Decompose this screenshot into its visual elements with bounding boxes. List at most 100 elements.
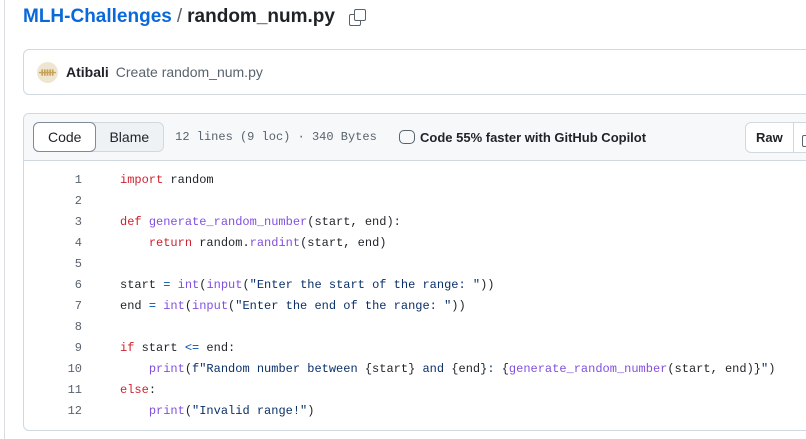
copilot-text: Code 55% faster with GitHub Copilot: [420, 129, 647, 145]
code-token: and: [415, 361, 452, 376]
code-token: {: [501, 361, 509, 376]
code-token: (start, end):: [307, 214, 401, 229]
line-code: return random.randint(start, end): [120, 235, 387, 250]
code-token: :: [487, 361, 502, 376]
code-token: {end}: [451, 361, 488, 376]
code-line: 10 print(f"Random number between {start}…: [24, 358, 806, 379]
line-number[interactable]: 8: [74, 319, 82, 334]
copy-icon: [801, 130, 806, 147]
code-token: )): [480, 277, 495, 292]
code-line: 2: [24, 190, 806, 211]
file-header: Code Blame 12 lines (9 loc) · 340 Bytes …: [24, 114, 806, 161]
code-line: 12 print("Invalid range!"): [24, 400, 806, 421]
line-number[interactable]: 1: [74, 172, 82, 187]
code-token: [120, 404, 149, 418]
code-token: int: [163, 298, 185, 313]
line-code: end = int(input("Enter the end of the ra…: [120, 299, 466, 313]
code-token: print: [148, 403, 185, 418]
code-token: =: [163, 277, 171, 292]
code-line: 3 def generate_random_number(start, end):: [24, 211, 806, 232]
code-token: input: [206, 277, 243, 292]
code-token: ): [768, 361, 776, 376]
code-token: (: [184, 403, 193, 418]
raw-button[interactable]: Raw: [756, 130, 783, 145]
code-token: ": [760, 361, 769, 376]
code-view: 1 import random 2 3 def generate_random_numb…: [24, 161, 806, 421]
code-token: int: [177, 277, 200, 292]
code-token: (start, end)}: [667, 361, 761, 376]
breadcrumb-separator: /: [176, 6, 183, 27]
code-line: 9 if start <= end:: [24, 337, 806, 358]
line-number[interactable]: 10: [67, 361, 82, 376]
line-code: if start <= end:: [120, 341, 235, 355]
code-line: 11 else:: [24, 379, 806, 400]
line-number[interactable]: 12: [67, 403, 82, 418]
code-token: =: [148, 298, 157, 313]
code-line: 5: [24, 253, 806, 274]
code-token: f"Random number between: [192, 361, 365, 376]
line-number[interactable]: 3: [74, 214, 82, 229]
code-token: randint: [249, 235, 301, 250]
file-name: random_num.py: [187, 6, 335, 27]
line-number[interactable]: 4: [74, 235, 82, 250]
code-token: start: [134, 340, 185, 355]
commit-message[interactable]: Create random_num.py: [115, 64, 263, 80]
code-token: (: [228, 298, 236, 313]
line-code: def generate_random_number(start, end):: [120, 215, 401, 229]
code-line: 8: [24, 316, 806, 337]
avatar[interactable]: ᚔ: [37, 61, 58, 83]
line-number[interactable]: 2: [74, 193, 82, 208]
commit-author[interactable]: Atibali: [66, 64, 109, 80]
copilot-promo[interactable]: Code 55% faster with GitHub Copilot: [399, 130, 646, 145]
repo-link[interactable]: MLH-Challenges: [23, 6, 172, 27]
line-number[interactable]: 9: [74, 340, 82, 355]
code-token: def: [120, 214, 142, 229]
code-token: "Enter the end of the range: ": [235, 298, 452, 313]
line-code: import random: [120, 173, 214, 187]
code-token: random.: [192, 235, 250, 250]
line-code: else:: [120, 383, 156, 397]
code-token: print: [148, 361, 185, 376]
code-token: end: [120, 298, 149, 313]
file-viewer: Code Blame 12 lines (9 loc) · 340 Bytes …: [23, 113, 806, 431]
code-line: 1 import random: [24, 169, 806, 190]
code-token: (: [184, 361, 193, 376]
code-token: return: [148, 235, 193, 250]
code-token: (: [242, 277, 250, 292]
view-toggle: Code Blame: [33, 122, 165, 152]
code-token: "Invalid range!": [192, 403, 308, 418]
copy-raw-button[interactable]: [792, 123, 806, 152]
code-token: input: [192, 298, 229, 313]
code-token: (start, end): [300, 235, 387, 250]
code-token: :: [148, 382, 157, 397]
line-number[interactable]: 7: [74, 298, 82, 313]
code-token: [120, 236, 149, 250]
page-divider: [4, 0, 5, 439]
copilot-icon: [399, 130, 415, 144]
raw-group: Raw: [745, 122, 806, 153]
tab-blame[interactable]: Blame: [109, 129, 150, 145]
line-number[interactable]: 6: [74, 277, 82, 292]
code-token: <=: [184, 340, 200, 355]
line-code: print("Invalid range!"): [120, 403, 315, 418]
code-token: end:: [199, 340, 236, 355]
line-number[interactable]: 5: [74, 256, 82, 271]
code-token: [120, 362, 149, 376]
code-token: (: [199, 277, 207, 292]
copy-path-icon[interactable]: [348, 9, 366, 26]
tab-code[interactable]: Code: [33, 122, 97, 152]
code-token: ): [307, 403, 315, 418]
breadcrumb: MLH-Challenges / random_num.py: [23, 4, 366, 30]
code-token: if: [120, 340, 135, 355]
code-token: random: [163, 172, 214, 187]
line-code: print(f"Random number between {start} an…: [120, 361, 776, 376]
line-number[interactable]: 11: [67, 382, 82, 397]
code-line: 4 return random.randint(start, end): [24, 232, 806, 253]
code-token: start: [120, 277, 164, 292]
code-token: "Enter the start of the range: ": [249, 277, 481, 292]
code-token: )): [451, 298, 466, 313]
code-token: (: [184, 298, 193, 313]
code-token: generate_random_number: [508, 361, 668, 376]
file-meta: 12 lines (9 loc) · 340 Bytes: [175, 130, 377, 144]
